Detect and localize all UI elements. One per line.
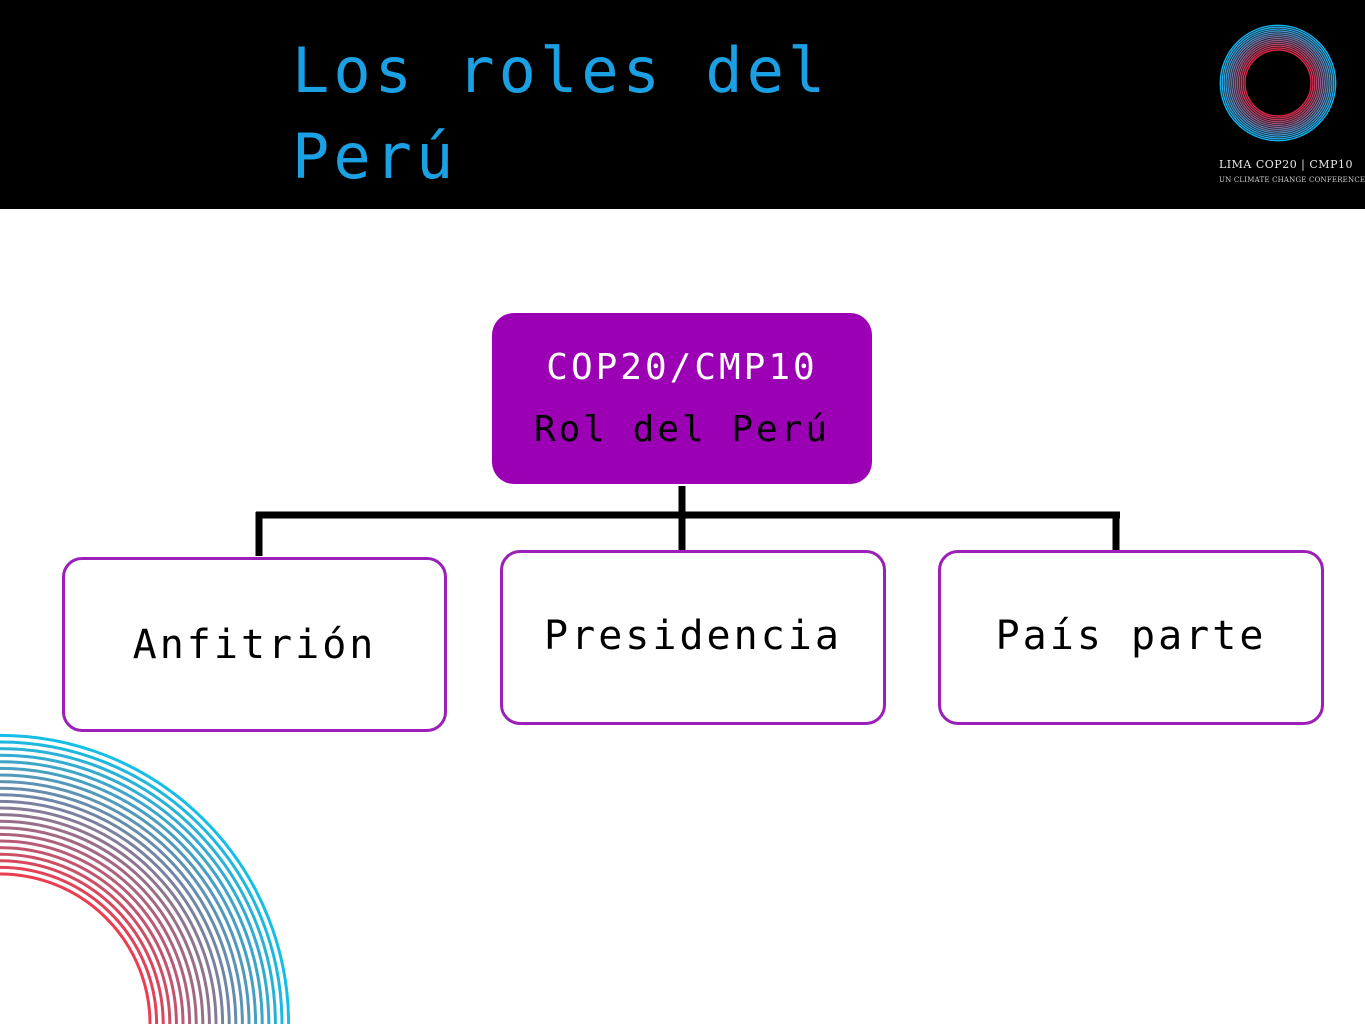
child-node-label: País parte bbox=[995, 613, 1267, 659]
root-node-subtitle: Rol del Perú bbox=[533, 408, 831, 450]
slide-title: Los roles del Perú bbox=[292, 34, 830, 193]
root-node-title: COP20/CMP10 bbox=[546, 346, 818, 388]
cop20-logo-icon bbox=[1219, 24, 1337, 142]
child-node-pais-parte: País parte bbox=[938, 550, 1324, 725]
child-node-label: Anfitrión bbox=[132, 622, 377, 668]
child-node-presidencia: Presidencia bbox=[500, 550, 886, 725]
header-bar bbox=[0, 0, 1365, 209]
root-node: COP20/CMP10 Rol del Perú bbox=[492, 313, 872, 484]
logo-subtitle: UN CLIMATE CHANGE CONFERENCE bbox=[1219, 176, 1365, 184]
decorative-arcs bbox=[0, 733, 291, 1024]
child-node-label: Presidencia bbox=[544, 613, 842, 659]
child-node-anfitrion: Anfitrión bbox=[62, 557, 447, 732]
logo-title: LIMA COP20 | CMP10 bbox=[1219, 158, 1353, 171]
